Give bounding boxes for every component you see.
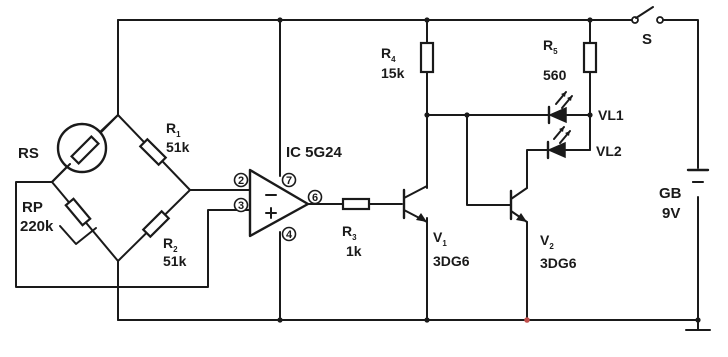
junction-dot	[424, 17, 430, 23]
junction-dot	[277, 17, 283, 23]
vl2-to-v2-wire	[526, 149, 549, 189]
v2-transistor	[509, 187, 528, 223]
battery-gb	[686, 168, 710, 183]
ic-pin-3: 3	[238, 200, 244, 212]
r1-resistor	[138, 137, 168, 167]
junction-dot	[464, 112, 470, 118]
r2-label: R2	[163, 235, 178, 254]
junction-dot	[424, 112, 430, 118]
v2-label: V2	[540, 232, 554, 251]
ic-pin-6: 6	[312, 192, 318, 204]
rs-label: RS	[18, 145, 39, 162]
r2-value: 51k	[163, 253, 187, 269]
r4-value: 15k	[381, 65, 405, 81]
ic-pin-7: 7	[286, 175, 292, 187]
r4-resistor	[419, 41, 435, 74]
right-rail-wire	[659, 19, 699, 169]
junction-dot	[587, 17, 593, 23]
v2-base-wire	[466, 114, 511, 206]
v1-model: 3DG6	[433, 253, 470, 269]
r3-resistor	[341, 197, 371, 211]
junction-dot	[277, 317, 283, 323]
vl2-led	[546, 126, 571, 160]
r2-resistor	[141, 209, 171, 239]
r1-label: R1	[166, 120, 181, 139]
r5-label: R5	[543, 37, 558, 56]
junction-dot	[524, 317, 530, 323]
v1-label: V1	[433, 229, 447, 248]
switch-s	[631, 6, 664, 24]
r5-resistor	[582, 41, 598, 74]
rp-loop-wire	[15, 181, 251, 288]
junction-dot	[424, 317, 430, 323]
r3-label: R3	[342, 223, 357, 242]
ic-label: IC 5G24	[286, 144, 343, 161]
rp-potentiometer	[59, 197, 97, 245]
r3-value: 1k	[346, 243, 362, 259]
vl1-led	[547, 91, 573, 125]
v1-transistor	[402, 185, 428, 223]
junction-dot	[587, 112, 593, 118]
switch-label: S	[642, 31, 652, 48]
ground-symbol	[685, 319, 711, 331]
rp-value: 220k	[20, 218, 54, 235]
vl1-label: VL1	[598, 107, 624, 123]
r5-value: 560	[543, 67, 567, 83]
rp-label: RP	[22, 199, 43, 216]
battery-label: GB	[659, 185, 682, 202]
vl2-label: VL2	[596, 143, 622, 159]
v2-model: 3DG6	[540, 255, 577, 271]
junctions	[277, 17, 701, 323]
rs-photoresistor	[51, 114, 119, 183]
r4-label: R4	[381, 45, 396, 64]
r1-value: 51k	[166, 139, 190, 155]
ic-pin-2: 2	[238, 175, 244, 187]
ic-pin-4: 4	[286, 229, 293, 241]
battery-value: 9V	[662, 205, 680, 222]
opamp	[233, 168, 323, 242]
